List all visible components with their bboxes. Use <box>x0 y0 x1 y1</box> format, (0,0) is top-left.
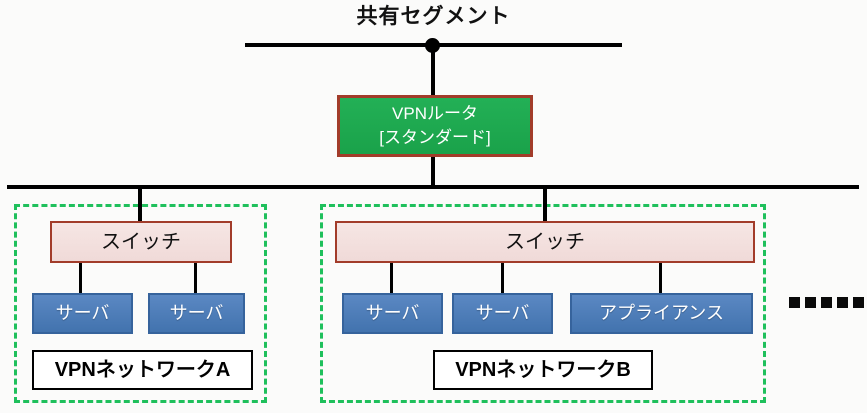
network-b-switch-node: スイッチ <box>335 221 755 263</box>
router-downlink-line <box>431 157 435 187</box>
network-b-link-line <box>659 263 662 293</box>
network-b-link-line <box>501 263 504 293</box>
continuation-dots <box>789 297 864 308</box>
junction-dot <box>425 38 440 53</box>
continuation-dot <box>853 297 864 308</box>
backbone-line <box>7 185 859 189</box>
continuation-dot <box>805 297 816 308</box>
network-b-server-node: サーバ <box>452 293 553 334</box>
network-a-link-line <box>194 263 197 293</box>
router-uplink-line <box>431 47 435 97</box>
network-b-link-line <box>390 263 393 293</box>
network-a-link-line <box>79 263 82 293</box>
network-b-server-node: サーバ <box>342 293 443 334</box>
network-a-server-node: サーバ <box>148 293 245 334</box>
network-a-uplink-line <box>138 189 142 221</box>
network-a-caption: VPNネットワークA <box>32 350 253 390</box>
vpn-router-type: [スタンダード] <box>379 128 491 147</box>
network-b-uplink-line <box>543 189 547 221</box>
vpn-router-name: VPNルータ <box>392 104 478 123</box>
continuation-dot <box>821 297 832 308</box>
shared-segment-label: 共有セグメント <box>356 5 511 28</box>
network-b-caption: VPNネットワークB <box>433 350 653 390</box>
continuation-dot <box>789 297 800 308</box>
vpn-router-node: VPNルータ [スタンダード] <box>337 95 533 157</box>
network-b-appliance-node: アプライアンス <box>570 293 753 334</box>
network-a-server-node: サーバ <box>32 293 133 334</box>
network-a-switch-node: スイッチ <box>50 221 232 263</box>
continuation-dot <box>837 297 848 308</box>
